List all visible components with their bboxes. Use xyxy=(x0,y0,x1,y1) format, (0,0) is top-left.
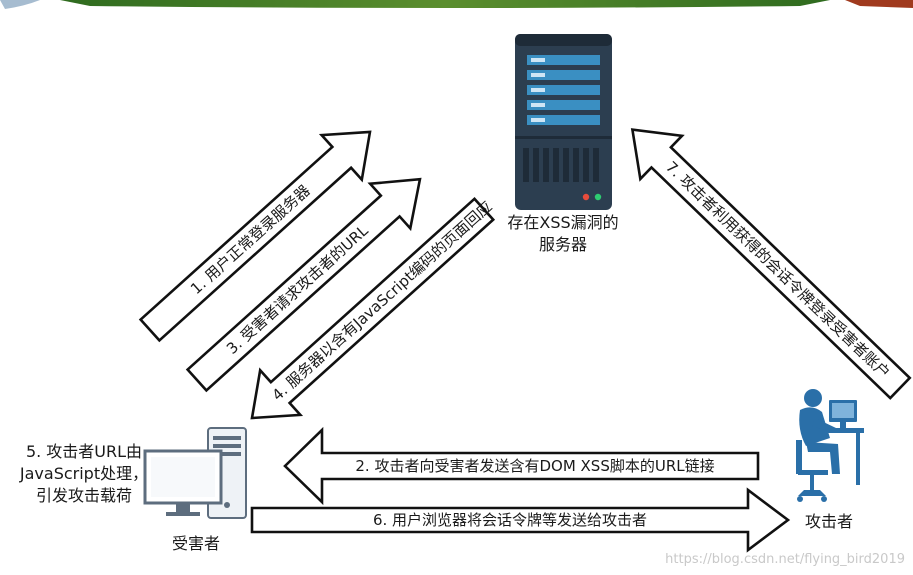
server-icon xyxy=(515,34,612,210)
arrow-step-7: 7. 攻击者利用获得的会话令牌登录受害者账户 xyxy=(630,128,912,400)
victim-note-line2: JavaScript处理， xyxy=(19,464,148,483)
watermark: https://blog.csdn.net/flying_bird2019 xyxy=(665,552,905,567)
top-banner xyxy=(0,0,913,9)
victim-note-line3: 引发攻击载荷 xyxy=(36,486,132,505)
arrow-step-6: 6. 用户浏览器将会话令牌等发送给攻击者 xyxy=(250,487,791,553)
victim-label: 受害者 xyxy=(172,534,220,553)
server-label-line1: 存在XSS漏洞的 xyxy=(507,213,618,232)
step-6-label: 6. 用户浏览器将会话令牌等发送给攻击者 xyxy=(373,511,647,529)
arrow-step-2: 2. 攻击者向受害者发送含有DOM XSS脚本的URL链接 xyxy=(283,426,760,506)
victim-computer-icon xyxy=(143,427,247,519)
step-2-label: 2. 攻击者向受害者发送含有DOM XSS脚本的URL链接 xyxy=(355,457,714,475)
victim-note-line1: 5. 攻击者URL由 xyxy=(26,442,142,461)
attacker-label: 攻击者 xyxy=(805,512,853,531)
step-7-label: 7. 攻击者利用获得的会话令牌登录受害者账户 xyxy=(662,158,893,382)
server-label-line2: 服务器 xyxy=(539,235,587,254)
attacker-person-icon xyxy=(796,389,864,502)
